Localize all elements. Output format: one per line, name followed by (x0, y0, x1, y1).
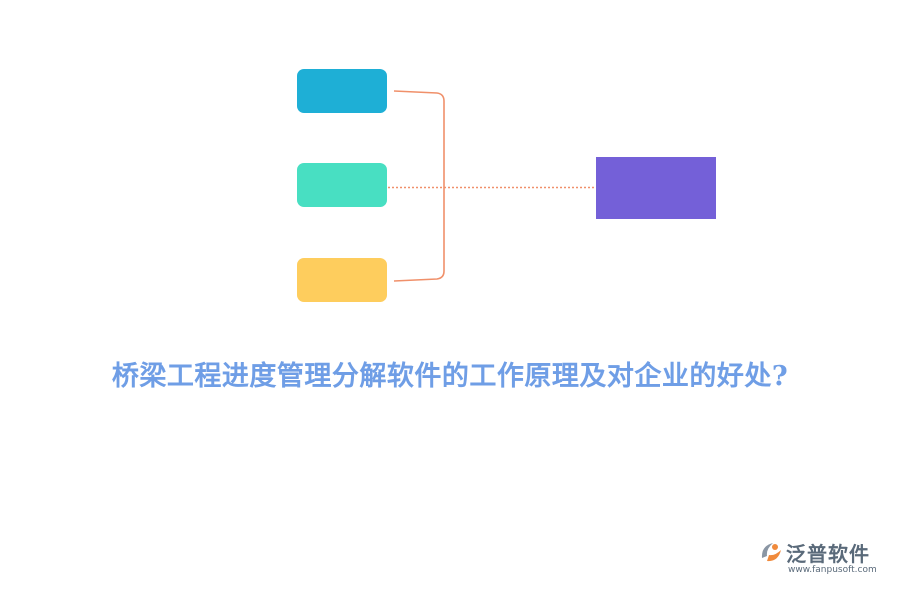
diagram-node-2 (297, 163, 387, 207)
brand-name: 泛普软件 (786, 542, 870, 566)
page-title: 桥梁工程进度管理分解软件的工作原理及对企业的好处? (111, 361, 789, 392)
diagram-node-1 (297, 69, 387, 113)
bracket-connector (393, 90, 445, 282)
diagram-target-node (596, 157, 716, 219)
diagram-node-3 (297, 258, 387, 302)
brand-watermark[interactable]: 泛普软件 www.fanpusoft.com (758, 538, 888, 582)
brand-url: www.fanpusoft.com (788, 565, 877, 575)
fanpu-logo-icon (761, 543, 781, 562)
